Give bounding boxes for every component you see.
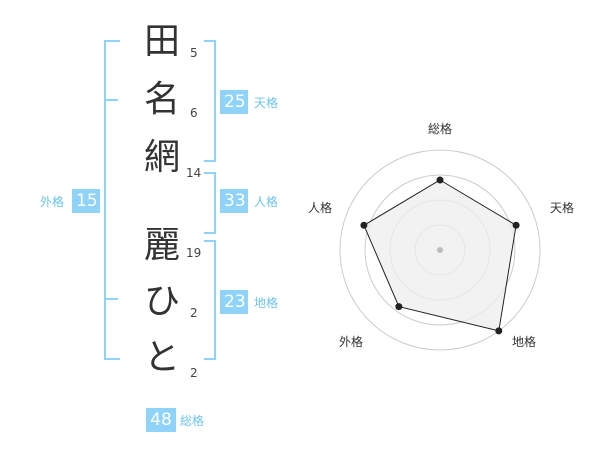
name-char-3: 網 — [143, 137, 180, 178]
tenkaku-value-badge: 25 — [220, 90, 248, 114]
soukaku-label: 総格 — [180, 414, 205, 428]
radar-point-1 — [512, 221, 520, 229]
radar-point-2 — [495, 327, 503, 335]
soukaku-value-badge: 48 — [146, 408, 176, 432]
tenkaku-bracket — [204, 40, 216, 162]
stroke-count-1: 5 — [190, 46, 198, 60]
gaikaku-bracket-tick-1 — [106, 99, 118, 101]
stroke-count-4: 19 — [186, 246, 202, 260]
name-char-6: と — [143, 337, 180, 378]
jinkaku-label: 人格 — [254, 195, 279, 209]
tenkaku-label: 天格 — [254, 96, 279, 110]
radar-ring — [339, 149, 541, 351]
radar-series-polygon — [363, 179, 517, 332]
gaikaku-bracket — [104, 40, 120, 360]
stroke-count-3: 14 — [186, 166, 202, 180]
name-char-2: 名 — [143, 79, 180, 120]
gaikaku-label: 外格 — [40, 195, 65, 209]
radar-axis-label-gaikaku: 外格 — [338, 335, 363, 349]
jinkaku-bracket — [204, 172, 216, 234]
stroke-count-2: 6 — [190, 106, 198, 120]
radar-axis-label-tenkaku: 天格 — [549, 201, 574, 215]
name-char-1: 田 — [143, 21, 180, 62]
radar-point-0 — [436, 176, 444, 184]
chikaku-label: 地格 — [254, 296, 279, 310]
radar-ring — [364, 174, 516, 326]
name-char-4: 麗 — [143, 225, 180, 266]
radar-center-dot — [437, 247, 443, 253]
stroke-count-5: 2 — [190, 306, 198, 320]
chikaku-value-badge: 23 — [220, 290, 248, 314]
radar-axis-label-chikaku: 地格 — [511, 335, 536, 349]
radar-axis-label-jinkaku: 人格 — [307, 201, 332, 215]
radar-point-3 — [395, 303, 403, 311]
radar-point-4 — [360, 221, 368, 229]
chikaku-bracket — [204, 240, 216, 360]
gaikaku-value-badge: 15 — [72, 189, 100, 213]
name-char-5: ひ — [143, 281, 180, 322]
radar-axis-label-soukaku: 総格 — [427, 122, 452, 136]
gaikaku-bracket-tick-2 — [106, 298, 118, 300]
stroke-count-6: 2 — [190, 366, 198, 380]
jinkaku-value-badge: 33 — [220, 189, 248, 213]
